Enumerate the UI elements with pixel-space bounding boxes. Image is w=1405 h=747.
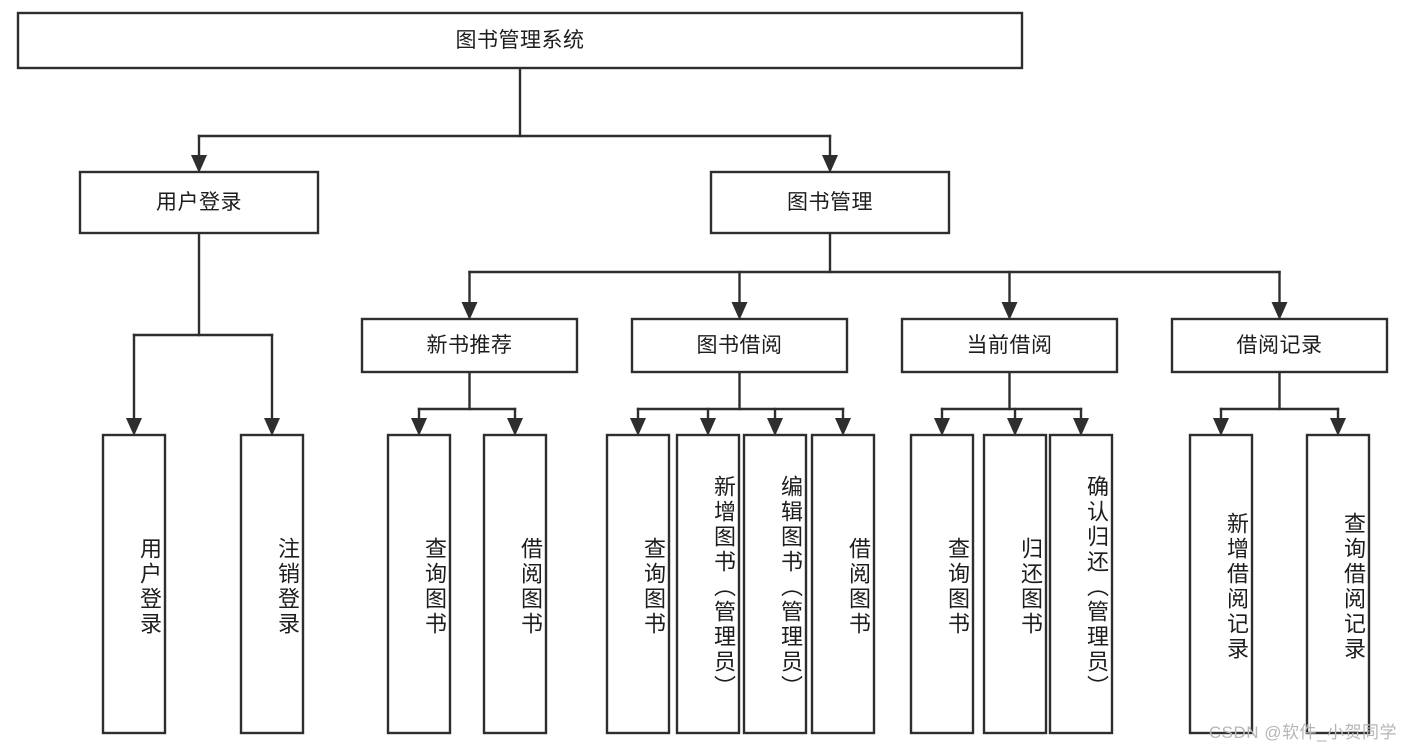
arrow-head-icon	[934, 418, 950, 436]
arrow-head-icon	[835, 418, 851, 436]
node-box-leaf-query-book-3[interactable]	[909, 433, 975, 735]
node-box-leaf-borrow-book-2[interactable]	[810, 433, 876, 735]
arrow-head-icon	[1271, 302, 1288, 320]
arrow-head-icon	[1330, 418, 1346, 436]
node-box-leaf-logout[interactable]	[239, 433, 305, 735]
arrow-head-icon	[1213, 418, 1229, 436]
node-layer	[16, 11, 1389, 735]
arrow-head-icon	[822, 155, 838, 173]
node-box-leaf-query-book-1[interactable]	[386, 433, 452, 735]
node-box-leaf-query-record[interactable]	[1305, 433, 1371, 735]
node-box-new-book-rec[interactable]	[360, 317, 579, 374]
node-box-leaf-confirm-return[interactable]	[1048, 433, 1114, 735]
arrow-head-icon	[700, 418, 716, 436]
node-box-leaf-edit-book[interactable]	[742, 433, 808, 735]
node-box-leaf-user-login[interactable]	[101, 433, 167, 735]
arrow-head-icon	[1073, 418, 1089, 436]
watermark: CSDN @软件_小贺同学	[1208, 723, 1397, 742]
arrow-head-icon	[630, 418, 646, 436]
arrow-head-icon	[461, 302, 478, 320]
arrow-head-icon	[1007, 418, 1023, 436]
node-box-user-login[interactable]	[78, 170, 320, 235]
node-box-leaf-return-book[interactable]	[982, 433, 1048, 735]
edge-layer	[126, 66, 1346, 436]
node-box-leaf-add-record[interactable]	[1188, 433, 1254, 735]
node-box-borrow-record[interactable]	[1170, 317, 1389, 374]
node-box-current-borrow[interactable]	[900, 317, 1119, 374]
arrow-head-icon	[507, 418, 523, 436]
arrow-head-icon	[126, 418, 142, 436]
arrow-head-icon	[264, 418, 280, 436]
node-box-book-borrow[interactable]	[630, 317, 849, 374]
arrow-head-icon	[1001, 302, 1018, 320]
arrow-head-icon	[731, 302, 748, 320]
node-box-leaf-query-book-2[interactable]	[605, 433, 671, 735]
node-box-leaf-borrow-book-1[interactable]	[482, 433, 548, 735]
arrow-head-icon	[191, 155, 207, 173]
node-box-leaf-add-book[interactable]	[675, 433, 741, 735]
node-box-book-manage[interactable]	[709, 170, 951, 235]
node-box-root[interactable]	[16, 11, 1024, 70]
arrow-head-icon	[767, 418, 783, 436]
arrow-head-icon	[411, 418, 427, 436]
